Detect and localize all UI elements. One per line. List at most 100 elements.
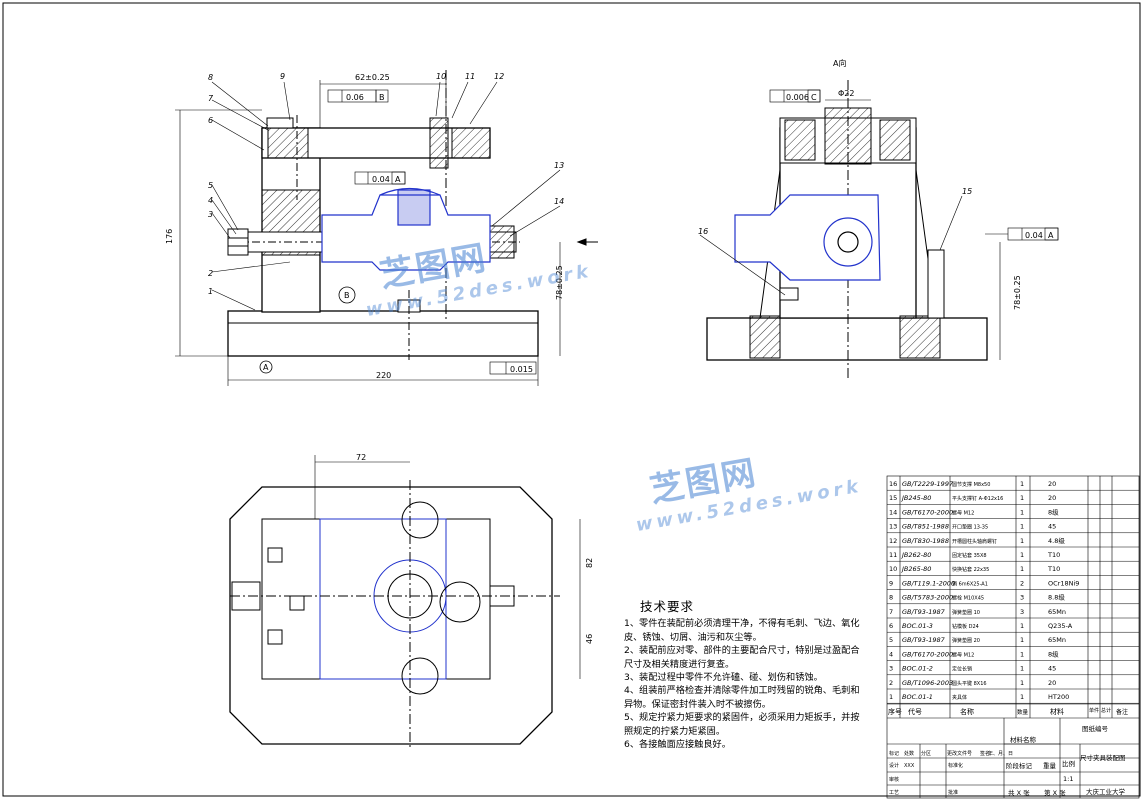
bom-cell-no: 15 [889,494,897,502]
bom-cell-name: 钻模板 D24 [952,623,979,630]
title-block-text: 图纸编号 材料名称 尺寸夹具装配图 阶段标记 重量 比例 1:1 共 X 张 第… [889,724,1126,797]
svg-text:工艺: 工艺 [889,790,899,796]
svg-text:序号: 序号 [888,707,902,716]
material-label: 材料名称 [1010,735,1037,744]
tol-par-front-text: 0.04 [372,175,390,184]
bom-cell-no: 16 [889,480,897,488]
bom-cell-mat: Q235-A [1048,622,1073,630]
bom-cell-code: BOC.01-3 [902,622,933,630]
bom-cell-mat: 20 [1048,679,1056,687]
bom-cell-name: 固定钻套 35X8 [952,552,987,559]
tol-side-top-ref: C [811,93,817,102]
svg-text:15: 15 [962,187,972,196]
svg-text:7: 7 [208,94,214,103]
bom-cell-mat: 65Mn [1048,608,1066,616]
bom-cell-no: 9 [889,579,893,587]
bom-cell-code: BOC.01-1 [902,693,933,701]
bom-cell-no: 5 [889,636,893,644]
dim-height-text: 176 [165,229,174,244]
bom-cell-qty: 3 [1020,608,1024,616]
bom-cell-mat: OCr18Ni9 [1048,579,1079,587]
bom-cell-no: 7 [889,608,893,616]
bom-cell-no: 13 [889,523,897,531]
datum-b-text: B [344,291,350,300]
bom-cell-code: JB262-80 [900,551,931,559]
svg-text:8: 8 [208,73,213,82]
bom-cell-qty: 1 [1020,565,1024,573]
svg-text:代号: 代号 [908,707,922,716]
tol-flat-text: 0.015 [510,365,533,374]
tech-item: 3、装配过程中零件不允许磕、碰、划伤和锈蚀。 [624,672,823,684]
bom-cell-code: GB/T2229-1997 [902,480,954,488]
svg-text:备注: 备注 [1116,708,1128,716]
tol-side-top-text: 0.006 [786,93,809,102]
bom-cell-no: 11 [889,551,897,559]
bom-cell-name: 开口垫圈 13-35 [952,524,988,531]
bom-cell-name: 螺母 M12 [952,651,974,658]
front-dimensions [175,80,561,386]
bom-cell-code: GB/T5783-2000 [902,594,953,602]
bom-table [886,475,1140,799]
weight-label: 重量 [1043,762,1057,770]
tol-par-front-ref: A [395,175,401,184]
bom-cell-qty: 1 [1020,494,1024,502]
side-dimensions [699,89,1059,360]
svg-text:总计: 总计 [1101,707,1111,714]
plan-dimensions [314,455,581,679]
bom-header-text: 序号 代号 名称 数量 材料 单件 总计 备注 [888,707,1128,716]
svg-text:5: 5 [208,181,213,190]
front-callouts: 1 2 3 4 5 6 7 8 9 10 11 12 13 14 [208,72,564,296]
title-block [887,718,1139,798]
bom-cell-code: GB/T1096-2003 [902,679,953,687]
svg-text:4: 4 [208,196,213,205]
bom-cell-mat: 20 [1048,480,1056,488]
svg-text:标准化: 标准化 [948,762,963,769]
bom-cell-qty: 1 [1020,636,1024,644]
bom-cell-name: 弹簧垫圈 20 [952,637,980,644]
tol-side-par-text: 0.04 [1025,231,1043,240]
bom-cell-mat: 20 [1048,494,1056,502]
front-dim-text: 62±0.25 176 220 78±0.25 0.06 B 0.04 A 0.… [165,73,564,380]
bom-cell-no: 14 [889,508,897,516]
bom-cell-qty: 1 [1020,523,1024,531]
bom-cell-name: 定位长销 [952,666,972,673]
bom-cell-name: 平头支撑钉 A-Φ12x16 [952,495,1003,502]
scale-label: 比例 [1062,759,1075,768]
bom-cell-code: GB/T830-1988 [902,537,949,545]
svg-text:16: 16 [698,227,708,236]
bom-cell-qty: 1 [1020,551,1024,559]
svg-text:单件: 单件 [1089,707,1099,714]
svg-text:82: 82 [585,558,594,568]
drawing-no-label: 图纸编号 [1082,724,1109,733]
svg-text:12: 12 [494,72,504,81]
tech-item: 4、组装前严格检查并清除零件加工时残留的锐角、毛刺和异物。保证密封件装入时不被擦… [624,685,860,710]
tech-item: 2、装配前应对零、部件的主要配合尺寸，特别是过盈配合尺寸及相关精度进行复查。 [624,645,860,670]
bom-cell-name: 快换钻套 22x35 [952,566,989,573]
bom-cell-mat: T10 [1047,565,1060,573]
svg-text:审核: 审核 [889,776,899,783]
tech-title: 技术要求 [640,599,695,614]
tol-perp-text: 0.06 [346,93,364,102]
bom-cell-qty: 1 [1020,679,1024,687]
bom-cell-qty: 1 [1020,480,1024,488]
bom-cell-name: 螺母 M12 [952,509,974,516]
bom-cell-mat: 8级 [1048,507,1059,516]
bom-cell-qty: 1 [1020,508,1024,516]
svg-text:1: 1 [208,287,213,296]
dim-base-text: 78±0.25 [555,265,564,300]
bom-cell-mat: 45 [1048,665,1056,673]
tech-item: 5、规定拧紧力矩要求的紧固件，必须采用力矩扳手，并按照规定的拧紧力矩紧固。 [624,712,860,737]
drawing-name: 尺寸夹具装配图 [1080,753,1126,762]
bom-cell-mat: 8级 [1048,649,1059,658]
svg-text:更改文件号: 更改文件号 [947,750,972,757]
svg-text:名称: 名称 [960,707,974,716]
svg-text:数量: 数量 [1017,708,1029,716]
bom-cell-mat: T10 [1047,551,1060,559]
bom-cell-name: 弹簧垫圈 10 [952,609,980,616]
bom-cell-code: JB245-80 [900,494,931,502]
tol-side-par-ref: A [1048,231,1054,240]
svg-text:标记: 标记 [889,750,899,757]
bom-cell-qty: 1 [1020,622,1024,630]
bom-cell-code: GB/T119.1-2000 [902,579,955,587]
